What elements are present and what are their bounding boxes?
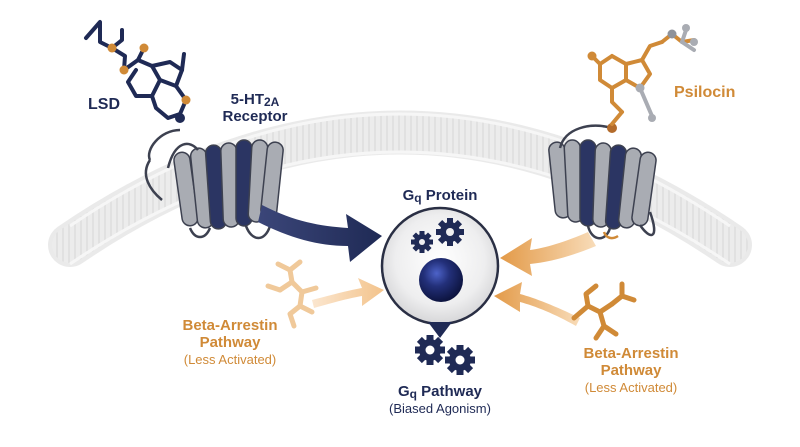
- receptor-label-subscript: 2A: [264, 95, 280, 109]
- right-receptor: [548, 124, 657, 240]
- gq-protein-cell: [380, 206, 500, 338]
- beta-left-line2: Pathway: [199, 333, 261, 351]
- gq-pathway-sub: (Biased Agonism): [389, 401, 491, 417]
- beta-left-line1: Beta-Arrestin: [182, 317, 278, 334]
- beta-right-label: Beta-Arrestin Pathway (Less Activated): [566, 345, 696, 396]
- left-gq-arrow: [258, 205, 382, 262]
- gq-protein-rest: Protein: [421, 187, 478, 204]
- psilocin-atoms: [587, 24, 698, 133]
- gq-pathway-label: Gq Pathway (Biased Agonism): [370, 383, 510, 418]
- gq-protein-q: q: [414, 191, 422, 205]
- gq-protein-label: Gq Protein: [385, 187, 495, 205]
- beta-right-line1: Beta-Arrestin: [583, 345, 679, 362]
- gq-pathway-q: q: [409, 387, 417, 401]
- left-beta-arrow: [312, 278, 384, 308]
- beta-right-line3: (Less Activated): [584, 379, 678, 395]
- gq-pathway-gears-icon: [415, 335, 475, 375]
- receptor-label-prefix: 5-HT: [230, 91, 264, 108]
- gq-protein-g: G: [402, 187, 415, 204]
- left-receptor: [144, 128, 284, 240]
- psilocin-label: Psilocin: [674, 84, 736, 101]
- right-gq-arrow: [500, 232, 596, 276]
- receptor-label-line2: Receptor: [222, 108, 288, 126]
- receptor-label: 5-HT2A Receptor: [210, 91, 300, 126]
- lsd-label: LSD: [88, 96, 120, 113]
- psilocin-molecule: [590, 32, 696, 114]
- beta-left-label: Beta-Arrestin Pathway (Less Activated): [170, 317, 290, 368]
- right-beta-arrow: [494, 282, 580, 326]
- gq-pathway-g: G: [397, 383, 410, 400]
- lsd-molecule: [84, 20, 188, 120]
- beta-right-line2: Pathway: [600, 361, 662, 379]
- left-beta-arrestin-icon: [265, 259, 319, 329]
- right-beta-arrestin-icon: [571, 281, 637, 341]
- lsd-atoms: [107, 43, 191, 123]
- beta-left-line3: (Less Activated): [183, 351, 277, 367]
- gq-pathway-rest: Pathway: [416, 383, 483, 400]
